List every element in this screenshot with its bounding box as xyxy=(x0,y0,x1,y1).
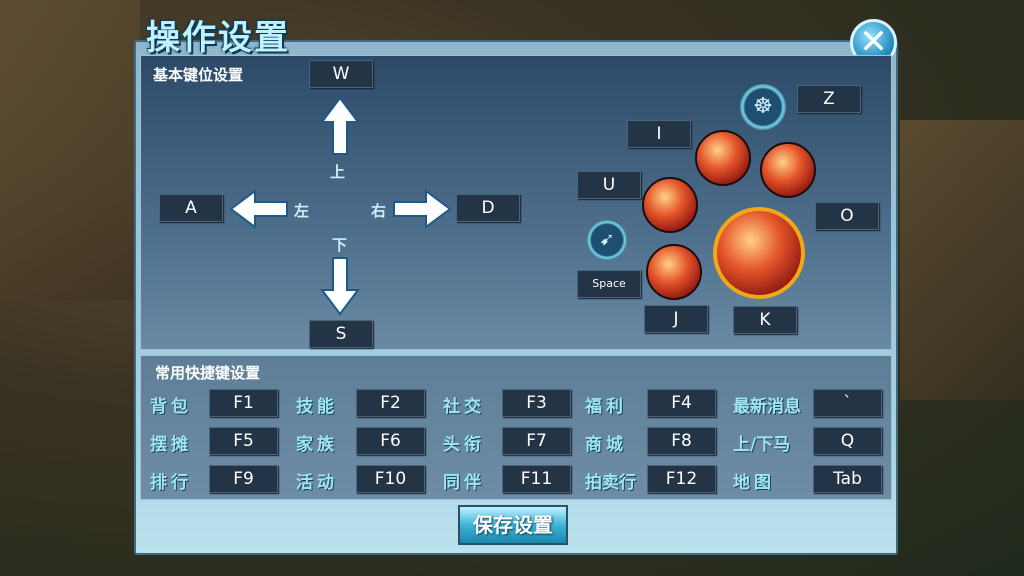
arrow-down-icon xyxy=(320,257,360,316)
claw-skill-icon[interactable] xyxy=(646,244,702,300)
shortcut-label: 摆摊 xyxy=(150,435,192,455)
shortcut-key[interactable]: F7 xyxy=(502,427,571,455)
shortcut-label: 最新消息 xyxy=(733,397,801,417)
key-skill-o[interactable]: O xyxy=(815,202,879,230)
label-left: 左 xyxy=(294,202,310,220)
key-right[interactable]: D xyxy=(456,194,520,222)
shortcut-key[interactable]: F4 xyxy=(647,389,716,417)
key-skill-u[interactable]: U xyxy=(577,171,641,199)
shortcut-key[interactable]: F8 xyxy=(647,427,716,455)
save-button[interactable]: 保存设置 xyxy=(458,505,568,545)
arrow-right-icon xyxy=(393,189,452,229)
key-skill-space[interactable]: Space xyxy=(577,270,641,298)
shortcut-key[interactable]: F12 xyxy=(647,465,716,493)
buff-skill-icon[interactable] xyxy=(695,130,751,186)
shortcut-label: 家族 xyxy=(296,435,338,455)
arrow-up-icon xyxy=(320,96,360,155)
shortcut-key[interactable]: F2 xyxy=(356,389,425,417)
shortcut-key[interactable]: F9 xyxy=(209,465,278,493)
shortcut-label: 商城 xyxy=(585,435,627,455)
shortcut-key[interactable]: F10 xyxy=(356,465,425,493)
shortcut-key[interactable]: F1 xyxy=(209,389,278,417)
shortcut-label: 拍卖行 xyxy=(585,473,636,493)
shortcut-key[interactable]: F6 xyxy=(356,427,425,455)
shortcut-label: 社交 xyxy=(443,397,485,417)
shortcut-key[interactable]: F5 xyxy=(209,427,278,455)
key-skill-z[interactable]: Z xyxy=(797,85,861,113)
shortcut-key[interactable]: F3 xyxy=(502,389,571,417)
shortcut-label: 同伴 xyxy=(443,473,485,493)
label-up: 上 xyxy=(330,163,346,181)
shortcuts-heading: 常用快捷键设置 xyxy=(155,364,261,382)
shortcut-key[interactable]: F11 xyxy=(502,465,571,493)
shortcut-label: 活动 xyxy=(296,473,338,493)
strike-skill-icon[interactable] xyxy=(760,142,816,198)
dodge-skill-icon[interactable]: ➹ xyxy=(587,220,627,260)
shortcut-label: 地图 xyxy=(733,473,775,493)
shortcut-label: 技能 xyxy=(296,397,338,417)
main-attack-icon[interactable] xyxy=(713,207,805,299)
shortcut-key[interactable]: ` xyxy=(813,389,882,417)
label-down: 下 xyxy=(332,236,348,254)
shortcut-label: 福利 xyxy=(585,397,627,417)
shortcut-label: 背包 xyxy=(150,397,192,417)
shortcut-label: 头衔 xyxy=(443,435,485,455)
slash-skill-icon[interactable] xyxy=(642,177,698,233)
key-down[interactable]: S xyxy=(309,320,373,348)
background-roof xyxy=(0,0,140,300)
shortcut-key[interactable]: Q xyxy=(813,427,882,455)
key-left[interactable]: A xyxy=(159,194,223,222)
key-skill-i[interactable]: I xyxy=(627,120,691,148)
key-skill-k[interactable]: K xyxy=(733,306,797,334)
shortcut-label: 上/下马 xyxy=(733,435,791,455)
key-up[interactable]: W xyxy=(309,60,373,88)
meditate-skill-icon[interactable]: ☸ xyxy=(740,84,786,130)
shortcut-label: 排行 xyxy=(150,473,192,493)
shortcut-key[interactable]: Tab xyxy=(813,465,882,493)
label-right: 右 xyxy=(371,202,387,220)
key-skill-j[interactable]: J xyxy=(644,305,708,333)
arrow-left-icon xyxy=(229,189,288,229)
background-building xyxy=(900,120,1024,400)
basic-keys-heading: 基本键位设置 xyxy=(153,66,244,84)
page-title: 操作设置 xyxy=(146,18,290,58)
